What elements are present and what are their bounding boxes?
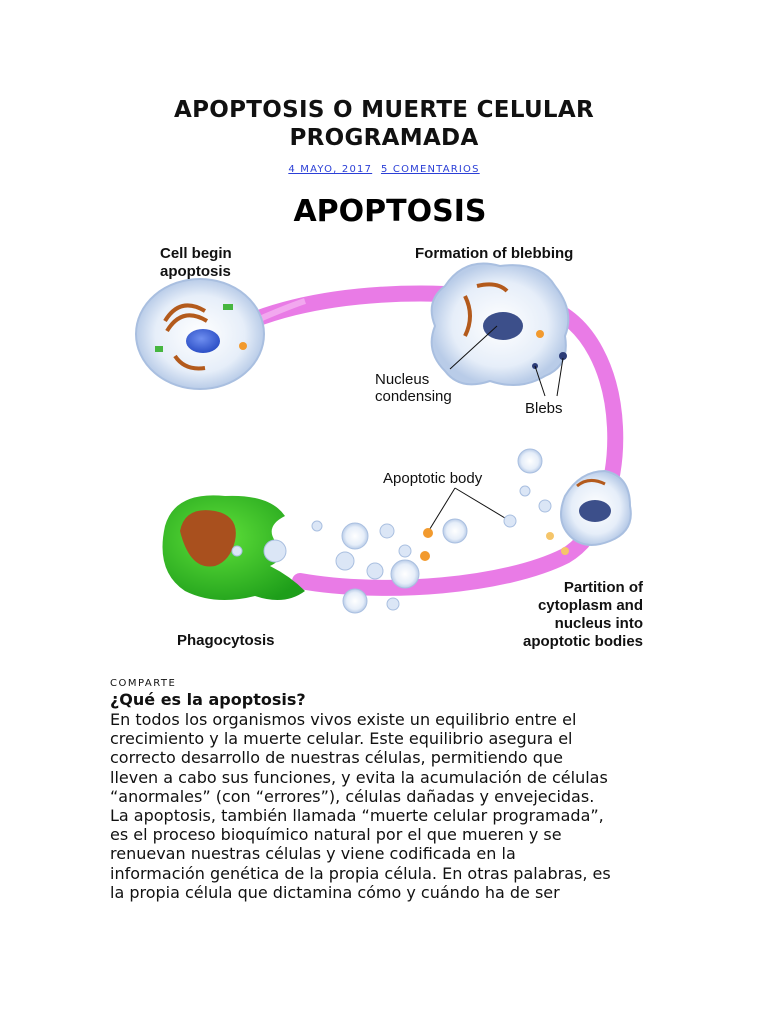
- paragraph-line: información genética de la propia célula…: [110, 863, 611, 883]
- apoptosis-diagram: APOPTOSIS Cell begin apoptosis Formation…: [135, 194, 644, 650]
- label-nucleus-2: condensing: [375, 388, 452, 405]
- label-blebbing: Formation of blebbing: [415, 245, 573, 262]
- paragraph-line: crecimiento y la muerte celular. Este eq…: [110, 729, 573, 749]
- cell-begin-apoptosis: [135, 278, 265, 390]
- paragraph-line: lleven a cabo sus funciones, y evita la …: [110, 767, 608, 787]
- label-apoptotic-body: Apoptotic body: [383, 470, 483, 487]
- label-cell-begin-2: apoptosis: [160, 263, 231, 280]
- apoptotic-body-pointer-2: [454, 487, 511, 522]
- label-nucleus-1: Nucleus: [375, 371, 429, 388]
- comments-link[interactable]: 5 COMENTARIOS: [380, 164, 480, 175]
- paragraph-line: es el proceso bioquímico natural por el …: [110, 825, 562, 845]
- label-partition-4: apoptotic bodies: [523, 633, 643, 650]
- share-label[interactable]: COMPARTE: [110, 678, 177, 689]
- paragraph-line: La apoptosis, también llamada “muerte ce…: [110, 806, 604, 826]
- blebs-pointer-2: [556, 357, 564, 397]
- label-cell-begin-1: Cell begin: [160, 245, 232, 262]
- label-blebs: Blebs: [525, 400, 563, 417]
- phagocyte: [162, 495, 305, 600]
- paragraph-line: “anormales” (con “errores”), células dañ…: [110, 786, 595, 806]
- apoptotic-body-pointer-1: [427, 487, 456, 533]
- blebs-pointer-1: [534, 365, 546, 397]
- paragraph-line: renuevan nuestras células y viene codifi…: [110, 844, 516, 864]
- figure-heading: APOPTOSIS: [293, 194, 486, 229]
- paragraph-line: correcto desarrollo de nuestras células,…: [110, 748, 563, 768]
- post-title-line-1: APOPTOSIS O MUERTE CELULAR: [174, 97, 594, 123]
- post-title-line-2: PROGRAMADA: [289, 125, 479, 151]
- process-arrow: [212, 285, 624, 596]
- nucleus-pointer: [449, 325, 498, 370]
- label-partition-2: cytoplasm and: [538, 597, 643, 614]
- paragraph-line: la propia célula que dictamina cómo y cu…: [110, 882, 560, 902]
- post-title: APOPTOSIS O MUERTE CELULAR PROGRAMADA: [0, 96, 768, 152]
- label-phagocytosis: Phagocytosis: [177, 632, 275, 649]
- post-meta: 4 MAYO, 2017 5 COMENTARIOS: [0, 164, 768, 175]
- section-heading: ¿Qué es la apoptosis?: [110, 690, 306, 709]
- post-date-link[interactable]: 4 MAYO, 2017: [288, 164, 373, 175]
- paragraph-line: En todos los organismos vivos existe un …: [110, 710, 577, 729]
- apoptotic-bodies: [311, 448, 569, 614]
- label-partition-1: Partition of: [564, 579, 644, 596]
- article-paragraph: En todos los organismos vivos existe un …: [110, 710, 670, 902]
- label-partition-3: nucleus into: [555, 615, 643, 632]
- cell-partition: [560, 469, 632, 546]
